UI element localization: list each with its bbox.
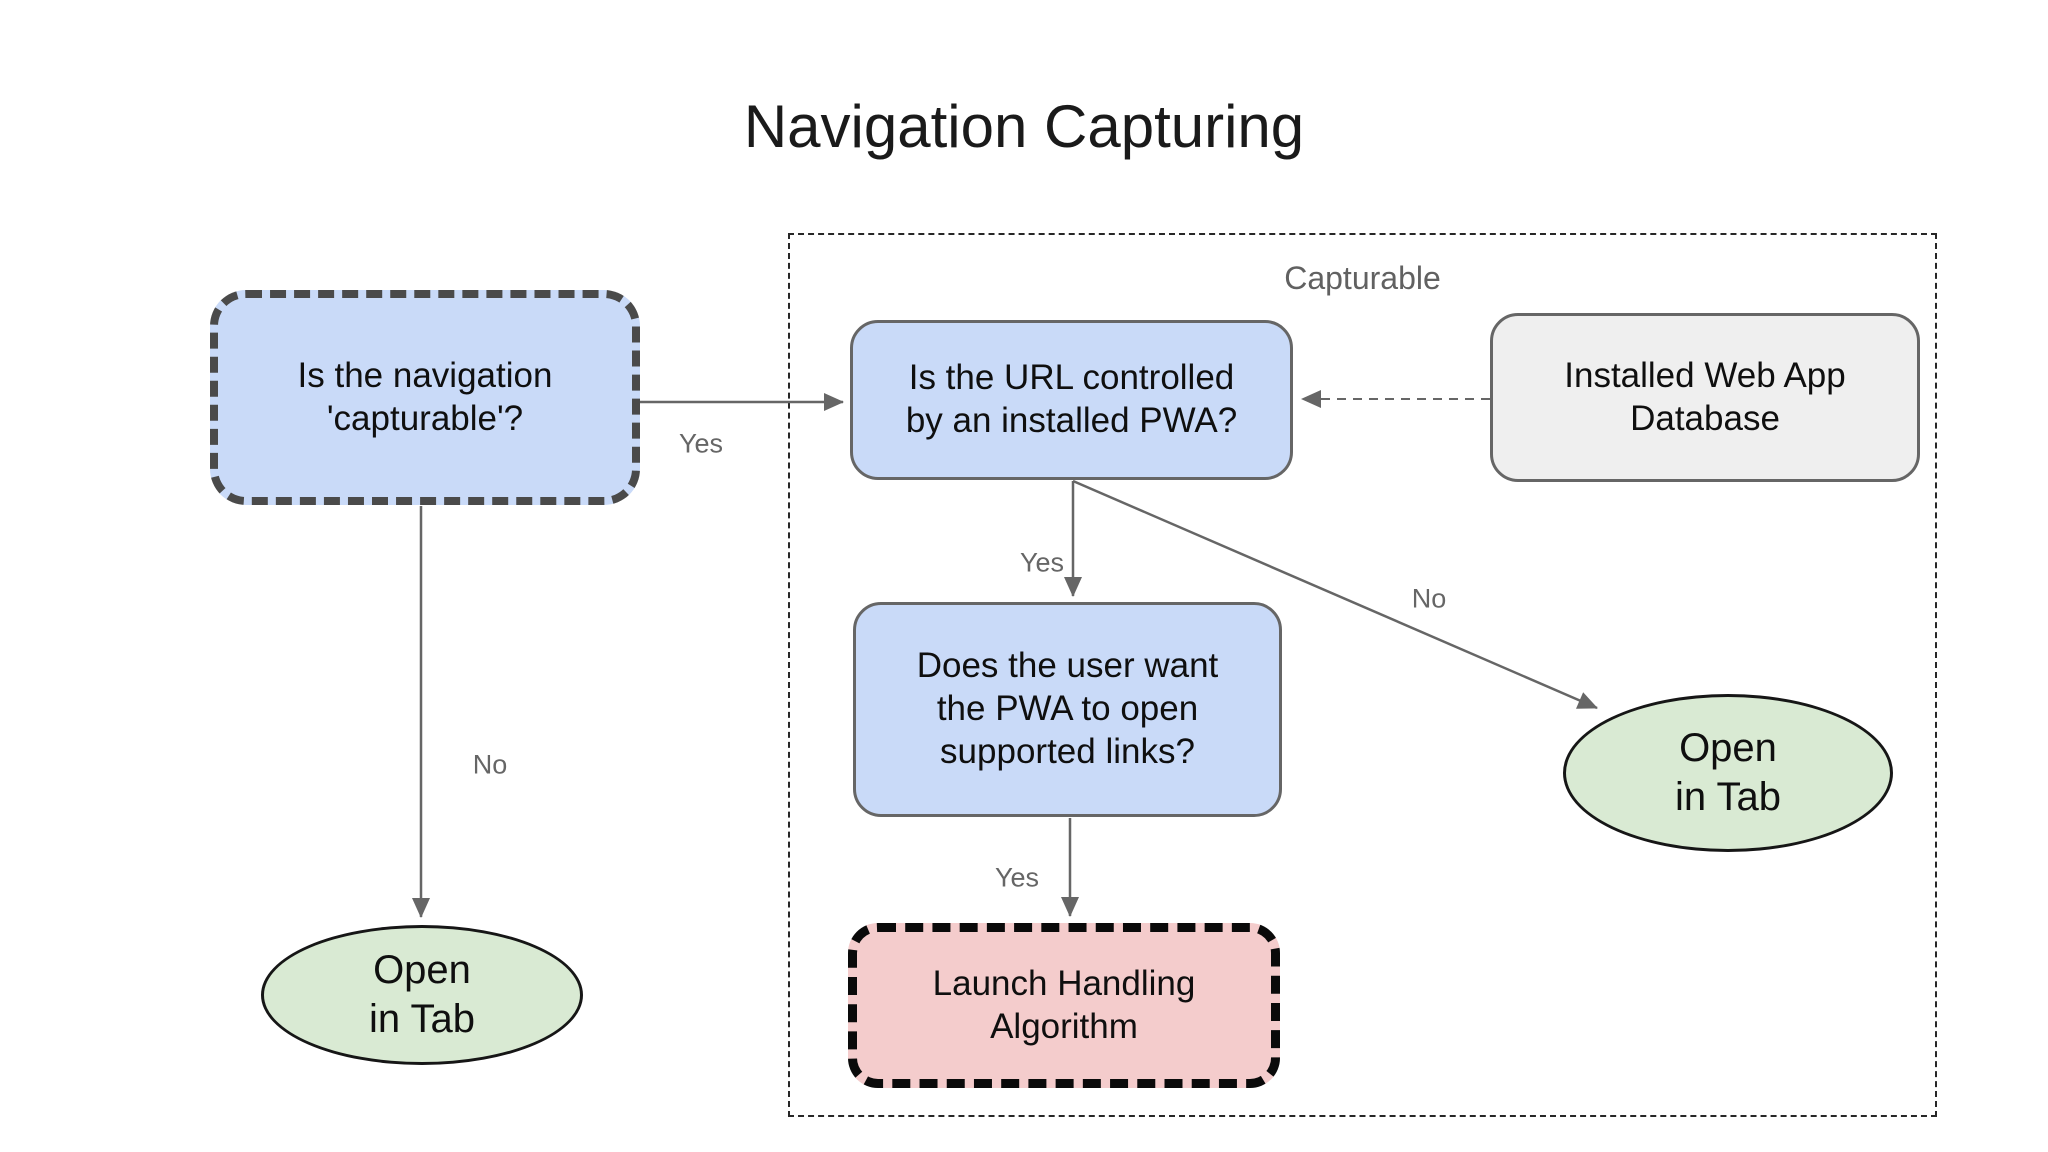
node-open-in-tab-left: Open in Tab [261,925,583,1065]
node-nav-capturable: Is the navigation 'capturable'? [210,290,640,505]
node-launch-handling: Launch Handling Algorithm [848,923,1280,1088]
node-nav-capturable-text: Is the navigation 'capturable'? [297,355,553,438]
node-open-in-tab-right-text: Open in Tab [1674,726,1781,819]
node-url-controlled: Is the URL controlled by an installed PW… [850,320,1293,480]
capturable-group-label: Capturable [1284,260,1441,296]
edge-label-url-yes: Yes [1019,547,1065,578]
node-url-controlled-text: Is the URL controlled by an installed PW… [905,358,1238,440]
edge-label-nav-no: No [472,749,508,780]
node-launch-handling-text: Launch Handling Algorithm [932,963,1196,1046]
edge-label-user-yes: Yes [994,862,1040,893]
edge-label-nav-yes: Yes [678,428,724,459]
edge-label-url-no: No [1411,583,1447,614]
node-open-in-tab-left-text: Open in Tab [368,948,475,1041]
node-user-wants-links-text: Does the user want the PWA to open suppo… [916,646,1219,771]
capturable-group-outline [788,233,1937,1117]
diagram-title: Navigation Capturing [743,93,1305,160]
node-user-wants-links: Does the user want the PWA to open suppo… [853,602,1282,817]
edge-url-no [1072,479,1598,710]
node-web-app-database: Installed Web App Database [1490,313,1920,482]
node-web-app-database-text: Installed Web App Database [1564,355,1846,438]
node-open-in-tab-right: Open in Tab [1563,694,1893,852]
